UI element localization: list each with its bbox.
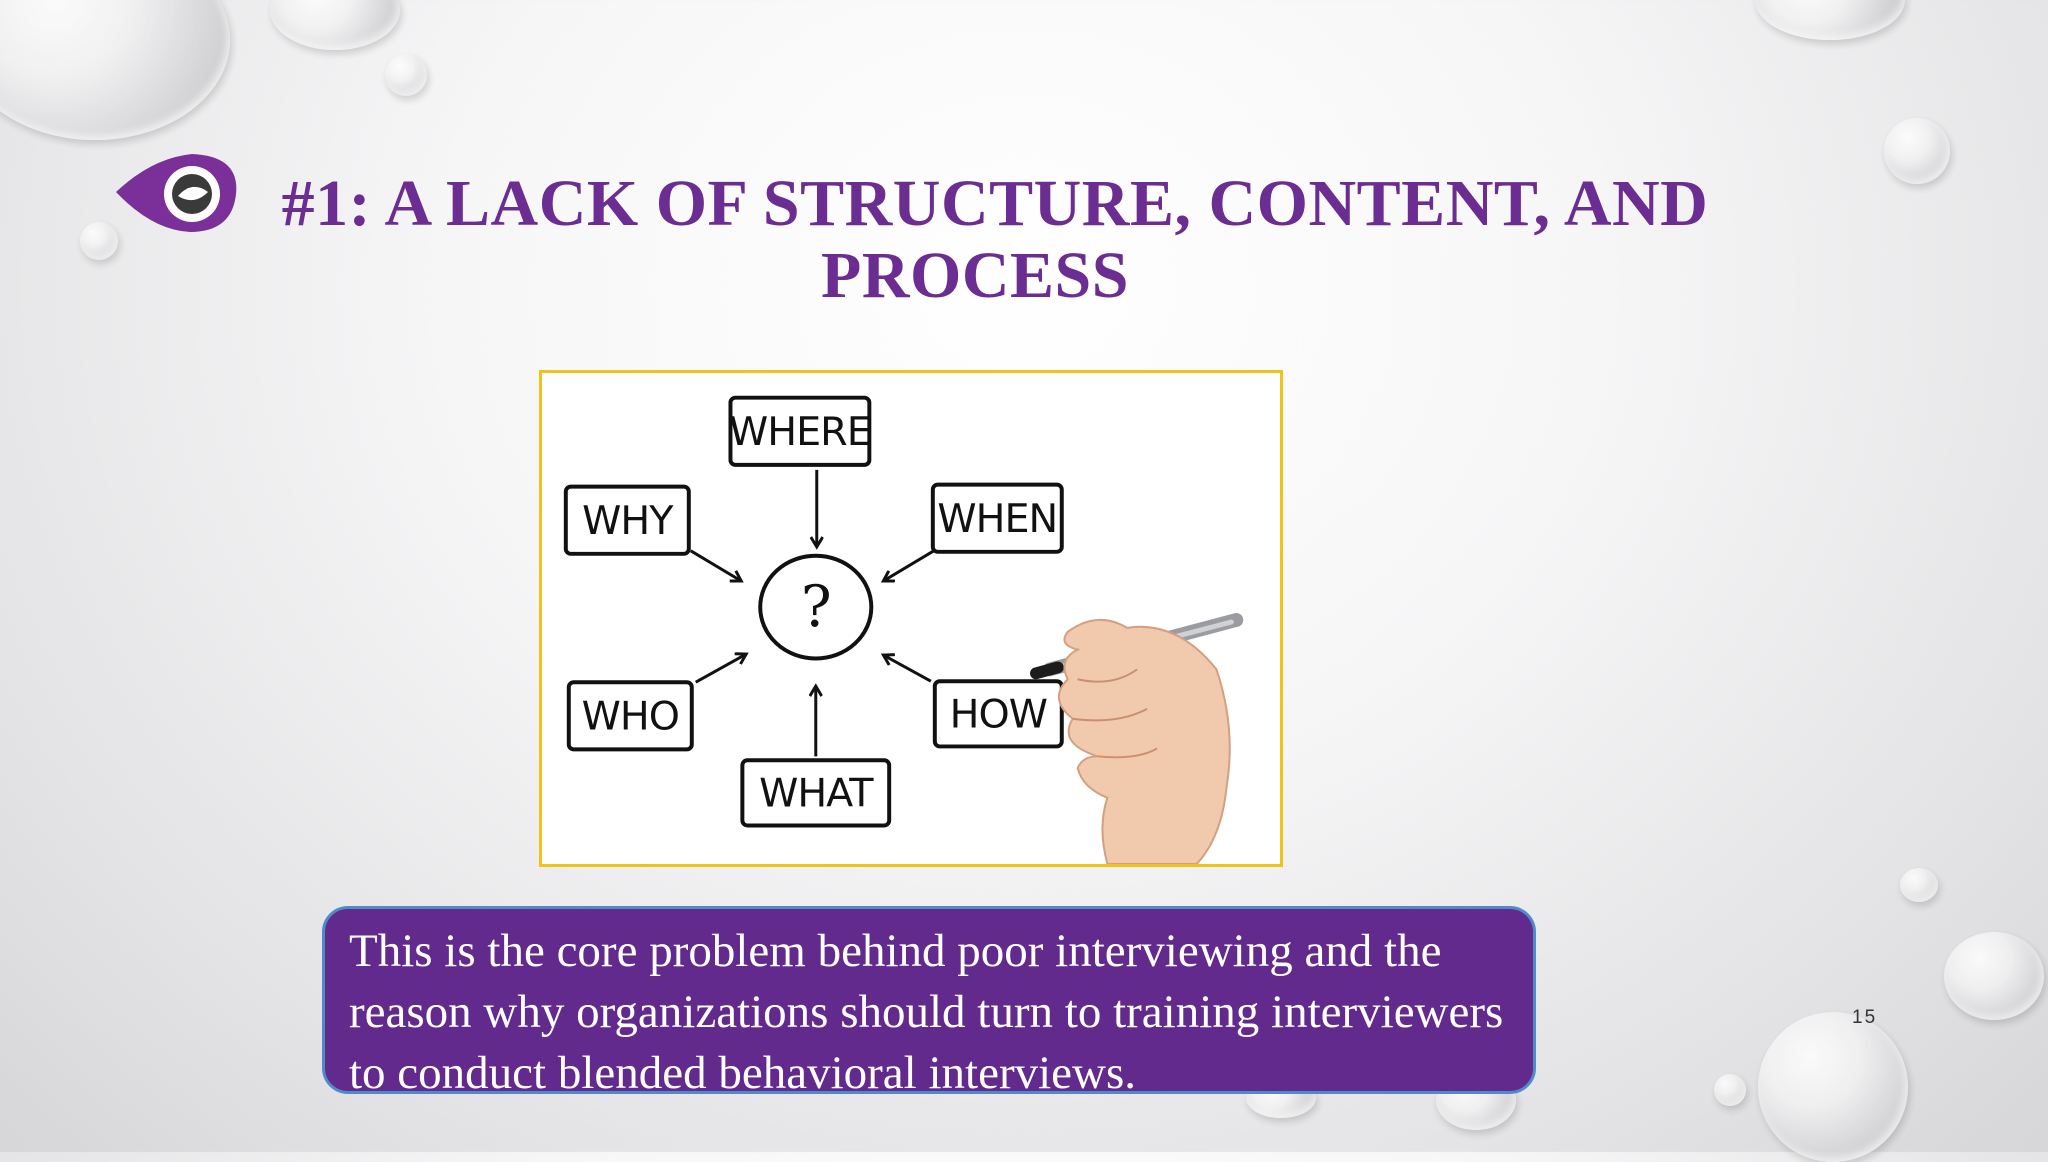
hand-with-marker-icon [1030, 613, 1244, 864]
water-drop-icon [1944, 932, 2044, 1020]
arrow-why [690, 549, 741, 581]
callout-text: This is the core problem behind poor int… [349, 925, 1504, 1099]
water-drop-icon [0, 0, 230, 140]
water-drop-icon [1900, 868, 1938, 902]
when-box [930, 482, 1064, 554]
why-label: WHY [582, 498, 674, 544]
where-label: WHERE [729, 409, 871, 455]
title-line-2: PROCESS [821, 239, 1129, 312]
title-line-1: #1: A LACK OF STRUCTURE, CONTENT, AND [281, 167, 1709, 240]
slide-title: #1: A LACK OF STRUCTURE, CONTENT, AND PR… [230, 168, 1720, 312]
where-box [728, 395, 872, 467]
water-drop-icon [1758, 1012, 1908, 1162]
question-mark: ? [801, 573, 831, 640]
arrow-when [884, 549, 935, 581]
who-box [566, 680, 694, 752]
why-box [563, 484, 691, 556]
water-drop-icon [385, 54, 427, 96]
who-label: WHO [582, 694, 679, 740]
what-label: WHAT [759, 771, 874, 817]
question-diagram-image: WHERE WHY WHEN WHO HOW WHAT ? [539, 370, 1283, 867]
how-label: HOW [950, 692, 1047, 738]
callout-box: This is the core problem behind poor int… [322, 906, 1536, 1099]
water-drop-icon [270, 0, 400, 50]
arrow-how [884, 656, 932, 683]
eye-logo-icon [116, 154, 237, 232]
how-box [932, 679, 1064, 749]
water-drop-icon [1884, 118, 1950, 184]
water-drop-icon [1714, 1074, 1746, 1106]
page-number: 15 [1852, 1007, 1878, 1028]
center-circle [758, 553, 874, 661]
when-label: WHEN [937, 496, 1057, 542]
arrow-who [695, 655, 746, 684]
water-drop-icon [80, 222, 118, 260]
what-box [740, 758, 892, 828]
water-drop-icon [1755, 0, 1905, 40]
